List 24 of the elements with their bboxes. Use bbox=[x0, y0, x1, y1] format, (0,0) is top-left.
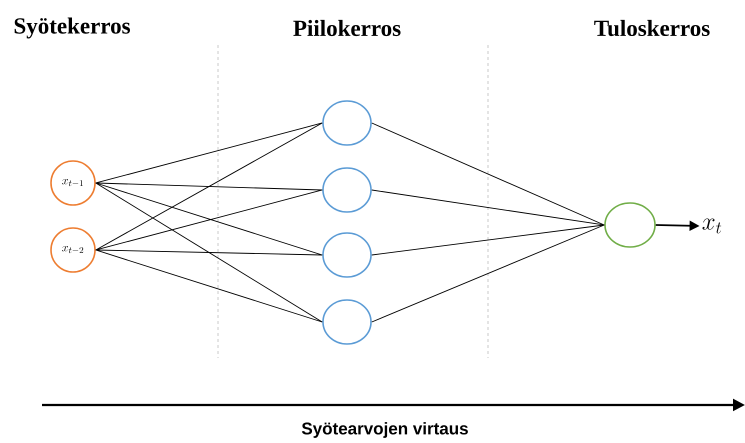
connection-line bbox=[95, 250, 323, 256]
hidden-neuron bbox=[322, 299, 372, 345]
axis-label: Syötearvojen virtaus bbox=[302, 422, 468, 438]
layer-title: Piilokerros bbox=[293, 20, 401, 36]
layer-title: Tuloskerros bbox=[594, 20, 710, 36]
hidden-neuron bbox=[322, 100, 372, 146]
connection-line bbox=[95, 122, 323, 184]
output-neuron bbox=[604, 202, 656, 248]
input-neuron: $x_{t-1}$ bbox=[50, 160, 96, 206]
connection-line bbox=[371, 224, 605, 256]
connection-line bbox=[371, 122, 605, 226]
connection-line bbox=[95, 182, 323, 322]
connection-line bbox=[95, 250, 323, 322]
connection-line bbox=[95, 190, 323, 250]
connection-line bbox=[95, 182, 323, 190]
connection-line bbox=[371, 224, 605, 322]
layer-title: Syötekerros bbox=[14, 18, 130, 38]
hidden-neuron bbox=[322, 232, 372, 278]
hidden-neuron bbox=[322, 167, 372, 213]
connection-line bbox=[371, 190, 605, 226]
output-label: $x_t$ bbox=[702, 218, 722, 234]
input-neuron: $x_{t-2}$ bbox=[50, 227, 96, 273]
connection-line bbox=[95, 122, 323, 250]
connection-line bbox=[95, 182, 323, 256]
